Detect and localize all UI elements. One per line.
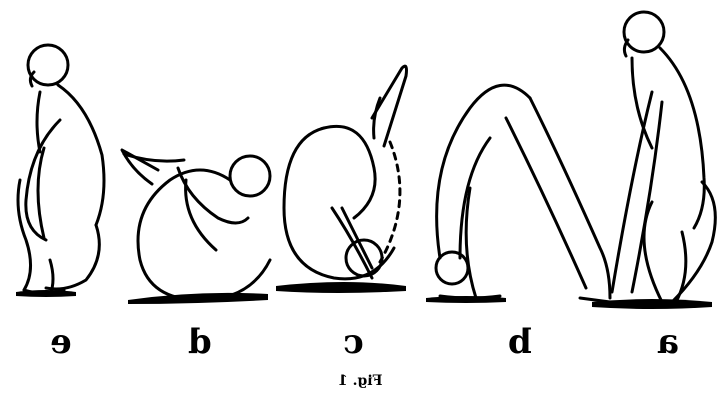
label-e: e bbox=[50, 325, 72, 359]
figure-caption: Fig. 1 bbox=[338, 373, 383, 389]
label-d: d bbox=[188, 325, 212, 359]
label-a: a bbox=[657, 325, 679, 359]
figure-c-illustration bbox=[272, 58, 422, 308]
figure-a-illustration bbox=[592, 2, 727, 317]
figure-b-illustration bbox=[420, 58, 620, 316]
label-c: c bbox=[343, 325, 364, 359]
figure-e-illustration bbox=[10, 30, 120, 315]
label-b: b bbox=[508, 325, 532, 359]
figure-d-illustration bbox=[118, 140, 278, 310]
